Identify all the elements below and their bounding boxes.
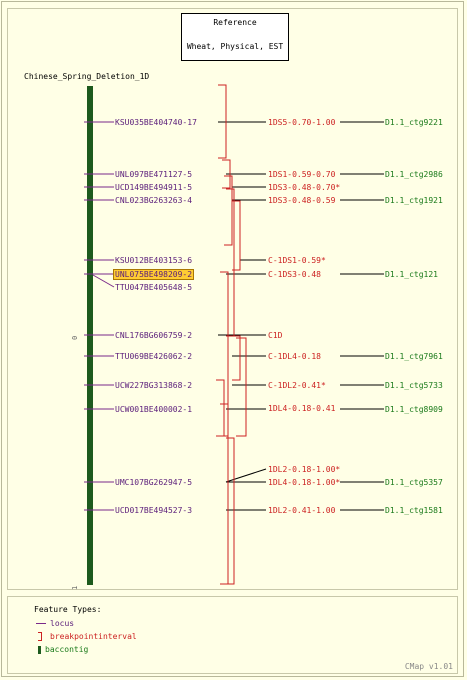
locus-label[interactable]: CNL176BG606759-2 <box>115 331 193 340</box>
contig-label[interactable]: D1.1_ctg8909 <box>385 405 443 414</box>
reference-map-name: Wheat, Physical, EST <box>186 42 284 51</box>
breakpoint-label[interactable]: 1DL4-0.18-0.41 <box>268 404 336 413</box>
legend-item-breakpoint: breakpointinterval <box>36 632 137 641</box>
locus-label[interactable]: UCW001BE400002-1 <box>115 405 193 414</box>
locus-label[interactable]: KSU035BE404740-17 <box>115 118 197 127</box>
locus-label[interactable]: UCD149BE494911-5 <box>115 183 193 192</box>
locus-label[interactable]: UNL097BE471127-5 <box>115 170 193 179</box>
legend-title: Feature Types: <box>34 605 102 614</box>
line-icon <box>36 623 46 624</box>
locus-label[interactable]: UCW227BG313868-2 <box>115 381 193 390</box>
contig-label[interactable]: D1.1_ctg5357 <box>385 478 443 487</box>
reference-title: Reference <box>213 18 257 27</box>
contig-label[interactable]: D1.1_ctg121 <box>385 270 438 279</box>
contig-label[interactable]: D1.1_ctg9221 <box>385 118 443 127</box>
locus-label[interactable]: TTU047BE405648-5 <box>115 283 193 292</box>
contig-label[interactable]: D1.1_ctg5733 <box>385 381 443 390</box>
contig-label[interactable]: D1.1_ctg2986 <box>385 170 443 179</box>
contig-label[interactable]: D1.1_ctg1581 <box>385 506 443 515</box>
locus-label[interactable]: KSU012BE403153-6 <box>115 256 193 265</box>
breakpoint-label[interactable]: C-1DL2-0.41* <box>268 381 326 390</box>
breakpoint-label[interactable]: C-1DS1-0.59* <box>268 256 326 265</box>
bracket-icon <box>38 632 42 641</box>
contig-label[interactable]: D1.1_ctg7961 <box>385 352 443 361</box>
breakpoint-label[interactable]: 1DS1-0.59-0.70 <box>268 170 336 179</box>
legend-label: baccontig <box>45 645 89 654</box>
bar-icon <box>38 645 41 654</box>
version-label: CMap v1.01 <box>404 662 453 671</box>
breakpoint-label[interactable]: C-1DL4-0.18 <box>268 352 321 361</box>
breakpoint-label[interactable]: 1DS5-0.70-1.00 <box>268 118 336 127</box>
map-title[interactable]: Chinese_Spring_Deletion_1D <box>24 72 150 81</box>
breakpoint-label[interactable]: 1DL4-0.18-1.00* <box>268 478 341 487</box>
locus-label[interactable]: UMC107BG262947-5 <box>115 478 193 487</box>
legend-item-baccontig: baccontig <box>36 645 88 654</box>
legend-label: locus <box>50 619 75 628</box>
contig-label[interactable]: D1.1_ctg1921 <box>385 196 443 205</box>
map-panel <box>7 8 458 590</box>
highlighted-locus-label[interactable]: UNL075BE498209-2 <box>113 269 195 280</box>
locus-label[interactable]: TTU069BE426062-2 <box>115 352 193 361</box>
locus-label[interactable]: CNL023BG263263-4 <box>115 196 193 205</box>
legend-item-locus: locus <box>36 619 74 628</box>
breakpoint-label[interactable]: 1DL2-0.18-1.00* <box>268 465 341 474</box>
breakpoint-label[interactable]: 1DS3-0.48-0.70* <box>268 183 341 192</box>
locus-label[interactable]: UCD017BE494527-3 <box>115 506 193 515</box>
breakpoint-label[interactable]: C-1DS3-0.48 <box>268 270 321 279</box>
breakpoint-label[interactable]: 1DL2-0.41-1.00 <box>268 506 336 515</box>
breakpoint-label[interactable]: 1DS3-0.48-0.59 <box>268 196 336 205</box>
legend-label: breakpointinterval <box>50 632 137 641</box>
breakpoint-label[interactable]: C1D <box>268 331 283 340</box>
legend-panel: Feature Types: locus breakpointinterval … <box>7 596 458 674</box>
reference-box[interactable]: Reference Wheat, Physical, EST <box>181 13 289 61</box>
